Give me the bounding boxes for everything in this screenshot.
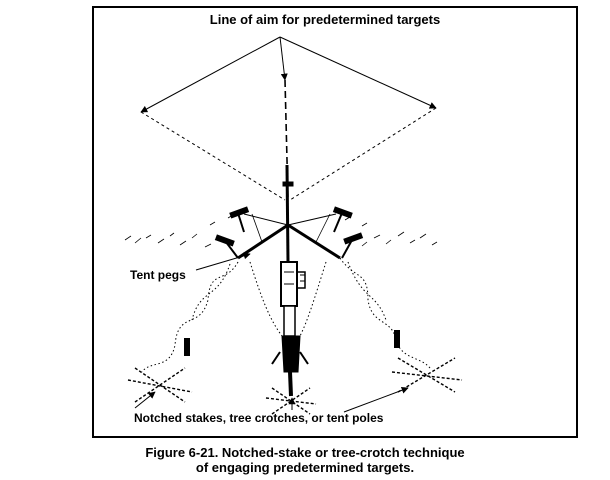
- terrain-outlines: [141, 257, 431, 373]
- stakes-label: Notched stakes, tree crotches, or tent p…: [134, 411, 384, 425]
- aim-line-label: Line of aim for predetermined targets: [209, 12, 441, 27]
- tent-pegs: [214, 206, 364, 259]
- aim-line-center: [279, 36, 288, 81]
- tent-pegs-label: Tent pegs: [130, 268, 186, 282]
- tent-peg-icon: [214, 234, 239, 259]
- gun-grip: [283, 305, 296, 337]
- ammo-belt: [297, 271, 306, 289]
- stake-left: [127, 338, 193, 403]
- aim-line-right: [279, 36, 437, 109]
- leader-arrows: [134, 252, 409, 413]
- tent-peg-icon: [229, 206, 250, 233]
- gun-barrel: [285, 164, 290, 263]
- buttstock: [281, 335, 301, 373]
- sight-line-left: [140, 111, 286, 201]
- aim-line-left: [140, 36, 281, 113]
- stakes-arrow-left: [134, 391, 156, 409]
- figure-caption: Figure 6-21. Notched-stake or tree-crotc…: [0, 445, 610, 475]
- rear-leg: [288, 371, 293, 397]
- stakes-arrow-right: [343, 386, 409, 413]
- left-terrain: [141, 261, 239, 373]
- tent-peg-icon: [341, 232, 364, 259]
- caption-line-1: Figure 6-21. Notched-stake or tree-crotc…: [145, 445, 465, 460]
- figure-frame: [92, 6, 578, 438]
- stake-right: [391, 330, 463, 393]
- right-terrain: [339, 257, 431, 369]
- sight-line-right: [289, 107, 437, 201]
- tent-peg-icon: [332, 206, 353, 233]
- tent-pegs-arrow: [195, 252, 251, 271]
- caption-line-2: of engaging predetermined targets.: [195, 460, 415, 475]
- front-sight: [282, 181, 294, 187]
- machine-gun: [271, 164, 309, 397]
- ground-texture: [124, 214, 438, 248]
